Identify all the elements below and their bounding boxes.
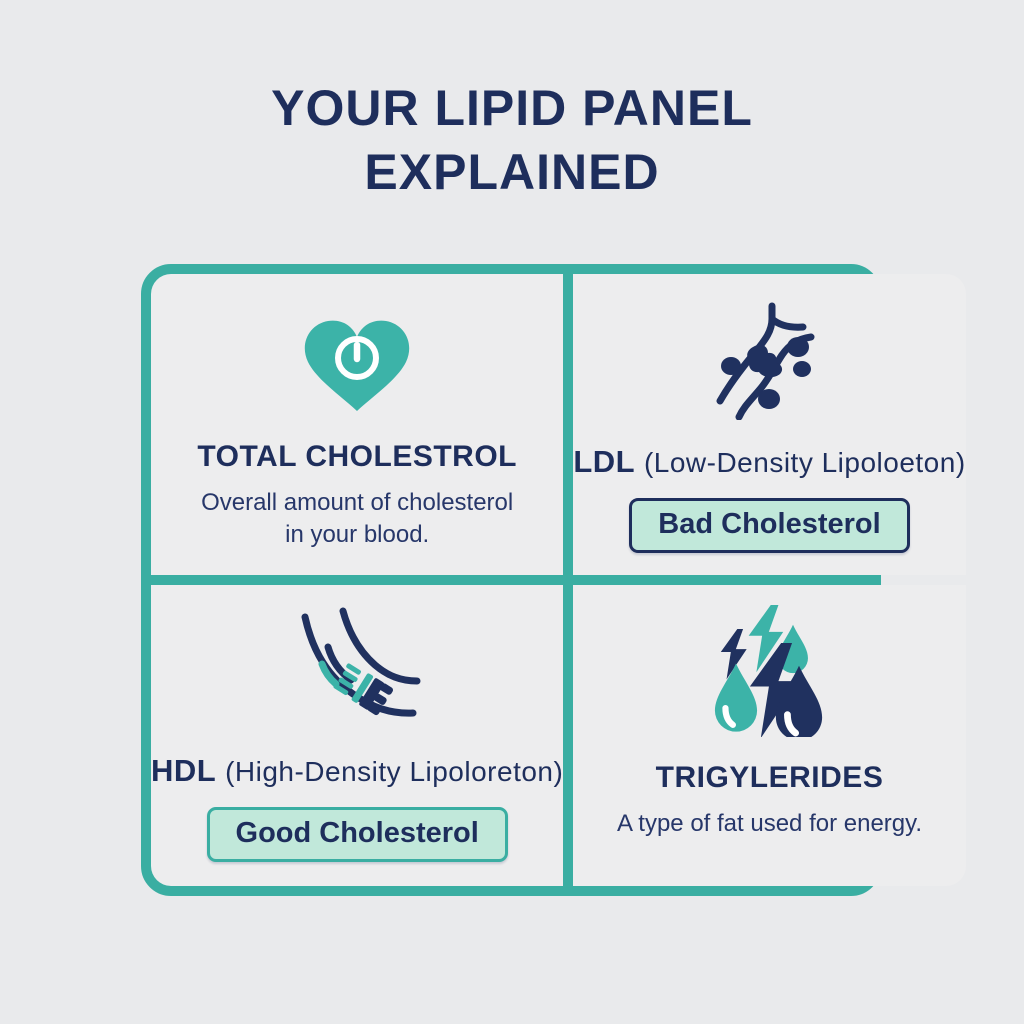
quadrant-hdl: HDL (High-Density Lipoloreton) Good Chol… [151, 585, 564, 886]
ldl-subtitle: (Low-Density Lipoloeton) [643, 447, 966, 478]
ldl-title: LDL (Low-Density Lipoloeton) [573, 444, 965, 480]
hdl-abbr: HDL [151, 753, 217, 788]
title-line-2: EXPLAINED [364, 144, 660, 200]
quadrant-triglycerides: TRIGYLERIDES A type of fat used for ener… [573, 585, 966, 886]
bad-cholesterol-badge: Bad Cholesterol [629, 498, 910, 553]
heart-gauge-icon [301, 316, 413, 416]
title-line-1: YOUR LIPID PANEL [271, 80, 753, 136]
quadrant-total-cholesterol: TOTAL CHOLESTROL Overall amount of chole… [151, 274, 564, 575]
total-cholesterol-title: TOTAL CHOLESTROL [197, 440, 517, 473]
triglycerides-description: A type of fat used for energy. [616, 810, 923, 837]
artery-cleanup-icon [291, 607, 423, 729]
ldl-abbr: LDL [573, 444, 636, 479]
hdl-subtitle: (High-Density Lipoloreton) [225, 756, 564, 787]
quadrant-ldl: LDL (Low-Density Lipoloeton) Bad Cholest… [573, 274, 966, 575]
triglycerides-title: TRIGYLERIDES [655, 761, 884, 794]
good-cholesterol-badge: Good Cholesterol [206, 807, 508, 862]
hdl-title: HDL (High-Density Lipoloreton) [151, 753, 563, 789]
energy-bolts-droplets-icon [703, 605, 835, 741]
lipid-panel-grid: TOTAL CHOLESTROL Overall amount of chole… [141, 264, 966, 896]
total-cholesterol-description: Overall amount of cholesterol in your bl… [201, 489, 514, 548]
infographic-title: YOUR LIPID PANEL EXPLAINED [0, 76, 1024, 204]
artery-plaque-icon [708, 302, 830, 421]
